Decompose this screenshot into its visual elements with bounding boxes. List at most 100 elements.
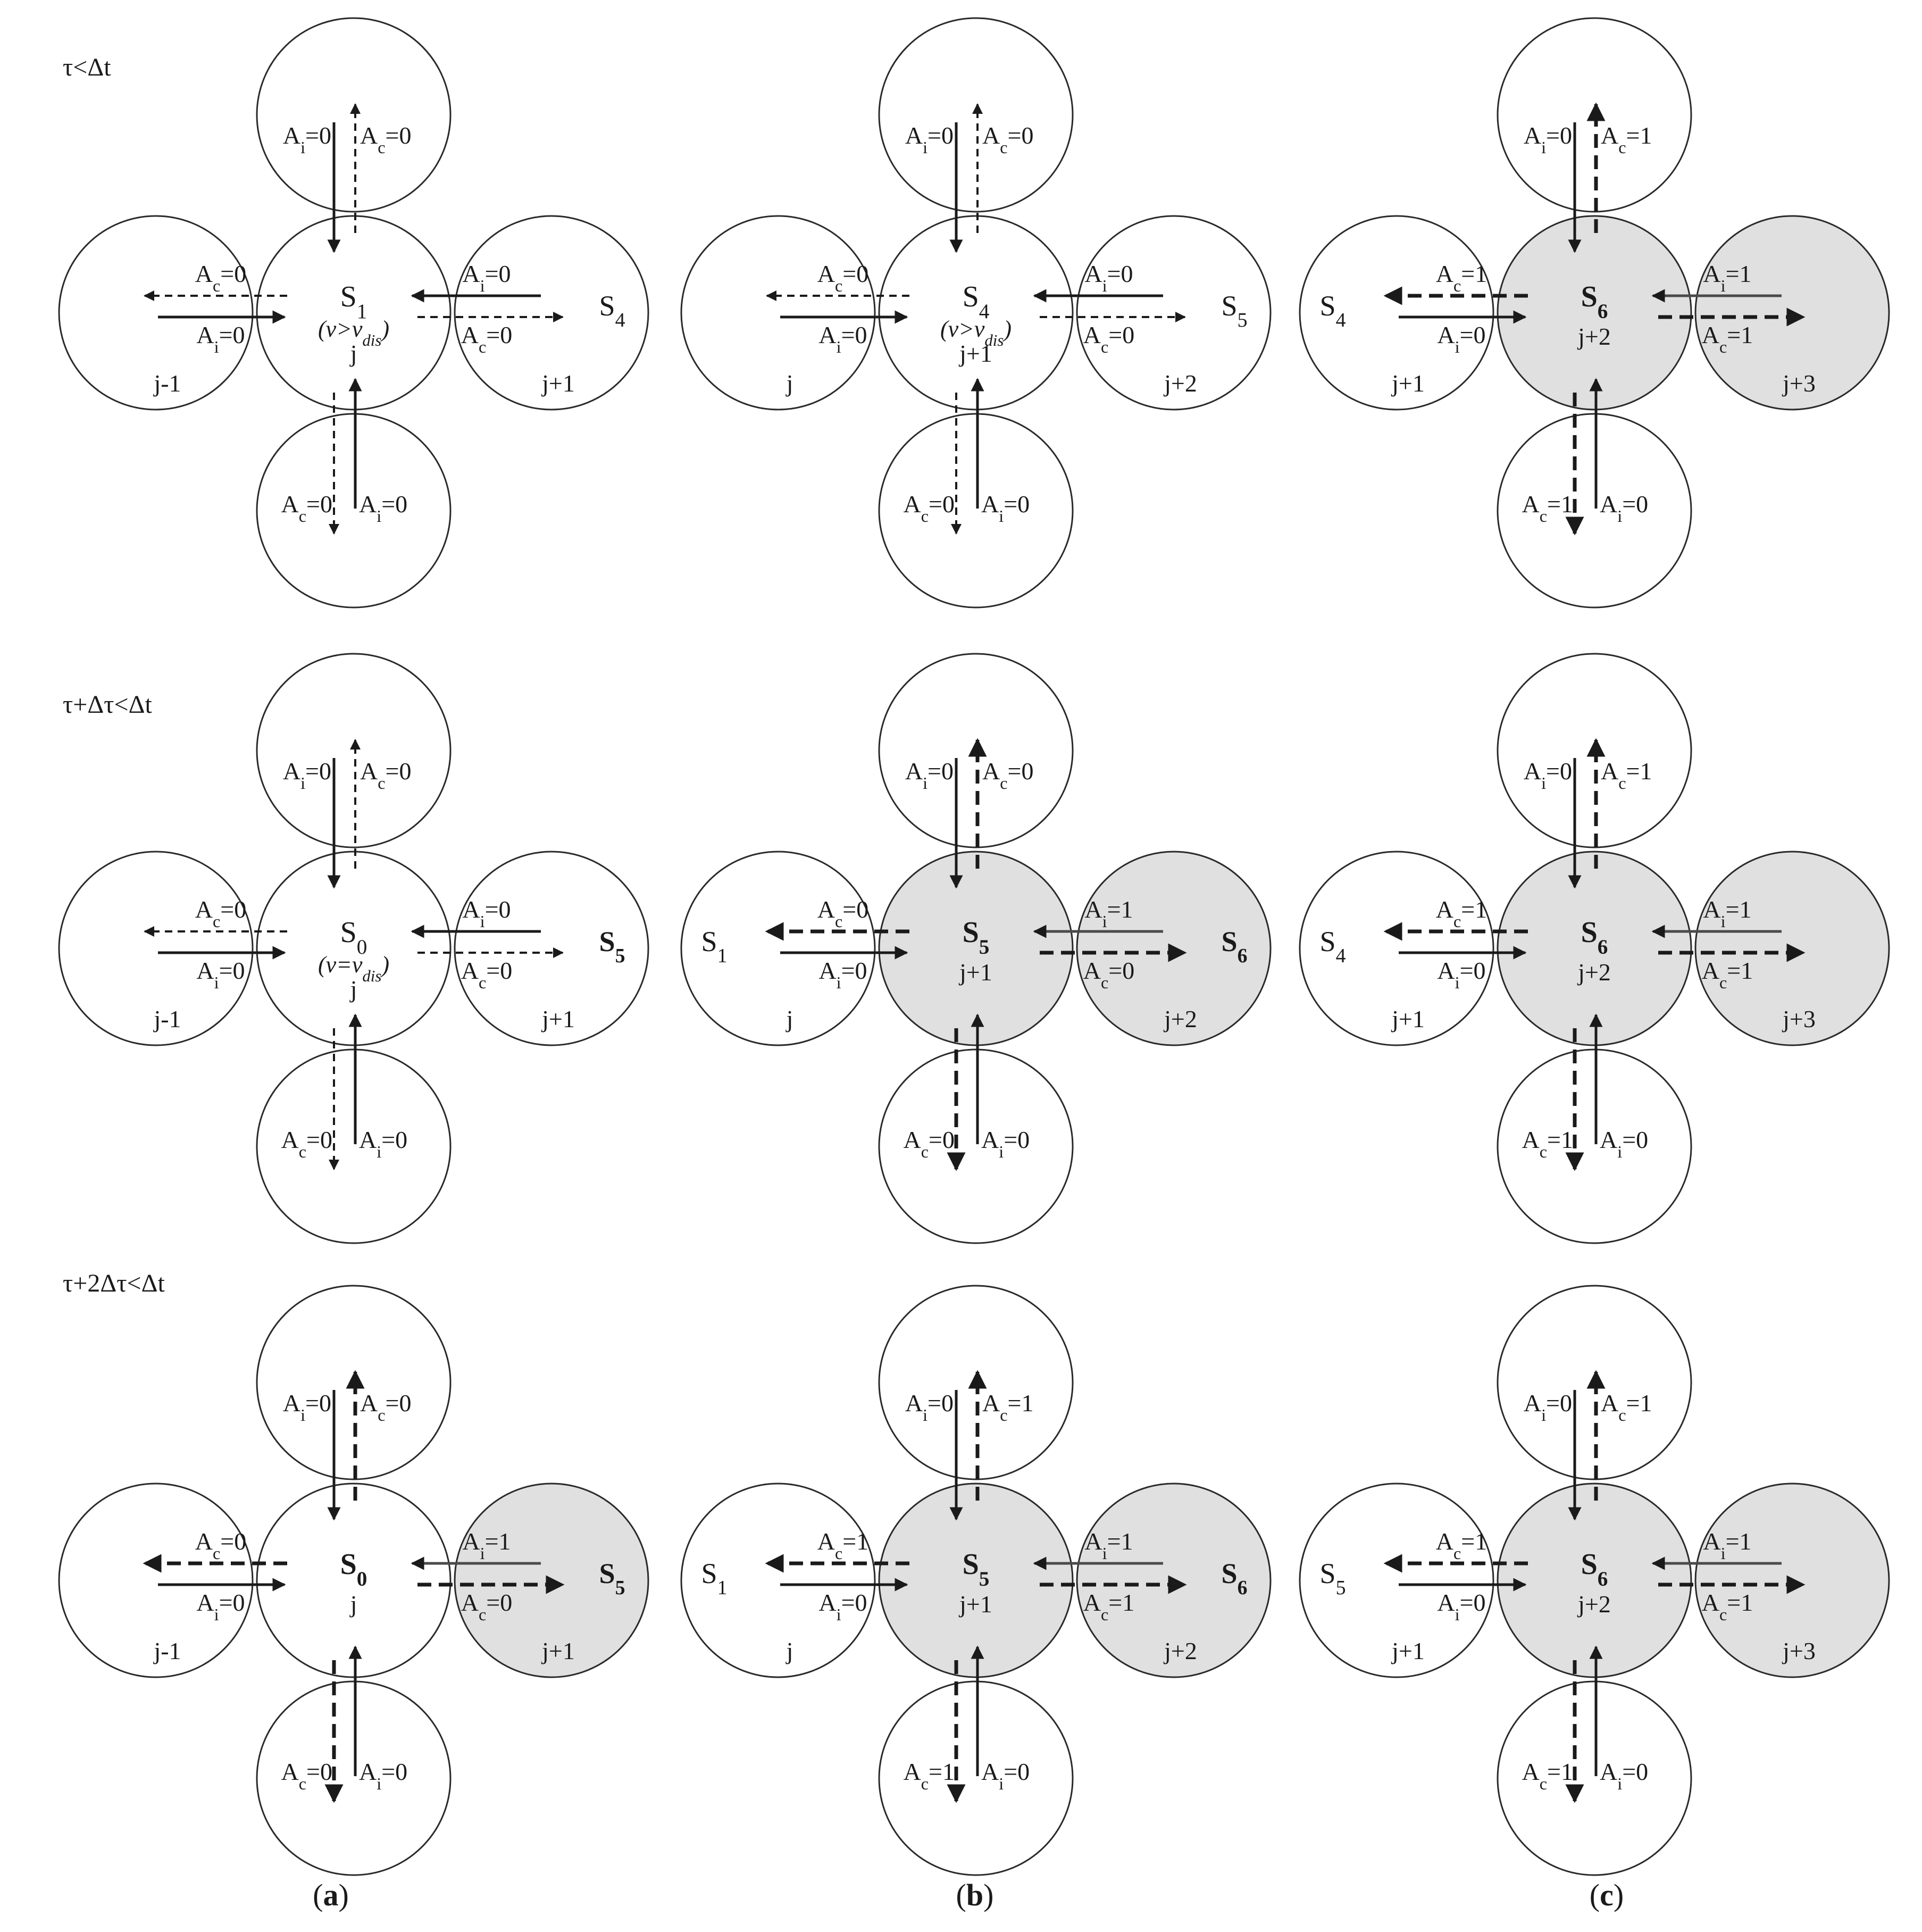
cell-1-2-top-ac-label: Ac=1 [1601,757,1652,793]
cell-1-2-right-index: j+3 [1782,1005,1816,1032]
cell-2-0-bottom-neighbor-circle [256,1680,452,1876]
panel-label-b: (b) [956,1878,994,1912]
cell-0-1-right-neighbor-circle [1076,215,1272,411]
cell-2-1-left-ac-label: Ac=1 [817,1528,868,1563]
cell-0-0-left-neighbor-circle [58,215,254,411]
cell-1-1-bottom-ac-label: Ac=0 [904,1126,955,1161]
cell-0-2-bottom-ai-label: Ai=0 [1600,490,1648,526]
cell-0-0-left-index: j-1 [153,370,181,397]
cell-1-0-center-index: j [349,976,357,1003]
cell-1-1-left-index: j [785,1005,793,1032]
cell-0-2-bottom-ac-label: Ac=1 [1522,490,1573,526]
cell-0-0-center-index: j [349,340,357,367]
cell-2-2-bottom-ac-label: Ac=1 [1522,1758,1573,1793]
cell-2-0-right-index: j+1 [541,1637,575,1664]
cell-2-1-right-index: j+2 [1163,1637,1197,1664]
cell-1-2-left-ai-label: Ai=0 [1437,957,1485,992]
cell-0-2-bottom-neighbor-circle [1497,413,1692,609]
cell-1-1-center-circle [878,851,1074,1046]
cell-2-2-center-circle [1497,1483,1692,1678]
cell-2-1-bottom-ai-label: Ai=0 [981,1758,1030,1793]
cell-2-2-top-ac-label: Ac=1 [1601,1389,1652,1425]
cell-0-0-left-ac-label: Ac=0 [195,260,246,295]
cell-0-0-top-ac-label: Ac=0 [360,122,411,157]
cell-1-2-right-ai-label: Ai=1 [1703,896,1751,931]
cell-0-1-bottom-ac-label: Ac=0 [904,490,955,526]
cell-0-0-right-neighbor-circle [454,215,649,411]
cell-2-0-top-ac-label: Ac=0 [360,1389,411,1425]
cell-2-1-bottom-neighbor-circle [878,1680,1074,1876]
cell-2-2-center-index: j+2 [1577,1590,1611,1618]
cell-0-0-top-ai-label: Ai=0 [283,122,331,157]
cell-2-1-left-ai-label: Ai=0 [818,1589,867,1624]
cell-2-2-center-state: S6 [1581,1548,1608,1590]
cell-2-0-right-state: S5 [599,1558,625,1599]
cell-2-2-left-state: S5 [1320,1558,1346,1599]
cell-1-0-right-ai-label: Ai=0 [462,896,511,931]
cell-0-0-top-neighbor-circle [256,17,452,213]
cell-0-1-top-ai-label: Ai=0 [905,122,954,157]
cell-0-1-left-index: j [785,370,793,397]
cell-1-0-left-neighbor-circle [58,851,254,1046]
cell-2-2-bottom-neighbor-circle [1497,1680,1692,1876]
cell-0-2-left-neighbor-circle [1299,215,1494,411]
cell-0-1-right-ai-label: Ai=0 [1084,260,1133,295]
cell-1-1-top-ac-label: Ac=0 [982,757,1033,793]
cell-0-0-center-state: S1 [340,280,367,323]
cell-2-0-top-ai-label: Ai=0 [283,1389,331,1425]
cell-1-0-top-ai-label: Ai=0 [283,757,331,793]
cell-2-1-right-state: S6 [1222,1558,1248,1599]
cell-2-0-center-state: S0 [340,1548,367,1590]
cell-1-2-top-ai-label: Ai=0 [1524,757,1572,793]
cell-1-1-bottom-neighbor-circle [878,1048,1074,1244]
cell-1-2-left-index: j+1 [1391,1005,1425,1032]
cell-2-0-left-ac-label: Ac=0 [195,1528,246,1563]
cell-1-2-center-index: j+2 [1577,959,1611,986]
cell-0-0-bottom-ai-label: Ai=0 [359,490,407,526]
cell-1-0-left-ac-label: Ac=0 [195,896,246,931]
cell-1-2-bottom-neighbor-circle [1497,1048,1692,1244]
cell-1-1-top-ai-label: Ai=0 [905,757,954,793]
cell-0-1-right-index: j+2 [1163,370,1197,397]
cell-0-2-top-ai-label: Ai=0 [1524,122,1572,157]
cell-1-0-bottom-ai-label: Ai=0 [359,1126,407,1161]
cell-0-0-right-index: j+1 [541,370,575,397]
cell-1-0-left-index: j-1 [153,1005,181,1032]
cell-1-2-right-ac-label: Ac=1 [1702,957,1753,992]
cell-2-0-center-index: j [349,1590,357,1618]
cell-1-2-left-neighbor-circle [1299,851,1494,1046]
cell-1-1-left-state: S1 [701,926,728,967]
cell-2-1-left-index: j [785,1637,793,1664]
cell-2-2-right-index: j+3 [1782,1637,1816,1664]
cell-0-1-velocity-condition: (v>vdis) [940,316,1012,349]
row-and-panel-labels: τ<Δtτ+Δτ<Δtτ+2Δτ<Δt(a)(b)(c) [63,53,1624,1912]
cell-2-0-right-ac-label: Ac=0 [461,1589,512,1624]
cell-1-1-right-ac-label: Ac=0 [1083,957,1134,992]
cell-2-1-left-state: S1 [701,1558,728,1599]
cell-2-1-center-index: j+1 [958,1590,992,1618]
cell-0-2-right-ac-label: Ac=1 [1702,321,1753,356]
cell-0-2-left-index: j+1 [1391,370,1425,397]
cell-2-0-left-ai-label: Ai=0 [196,1589,245,1624]
cell-2-2-left-ai-label: Ai=0 [1437,1589,1485,1624]
cell-2-0-left-index: j-1 [153,1637,181,1664]
cell-0-2-left-ai-label: Ai=0 [1437,321,1485,356]
cell-0-1-right-ac-label: Ac=0 [1083,321,1134,356]
cell-0-1-left-ac-label: Ac=0 [817,260,868,295]
cell-0-0-center-circle [256,215,452,411]
cell-2-1-right-ai-label: Ai=1 [1084,1528,1133,1563]
cell-2-1-top-ai-label: Ai=0 [905,1389,954,1425]
row-condition-2: τ+2Δτ<Δt [63,1269,165,1297]
cell-1-1-center-state: S5 [963,916,990,959]
cell-1-1-right-ai-label: Ai=1 [1084,896,1133,931]
cell-2-0-bottom-ac-label: Ac=0 [281,1758,332,1793]
cell-0-2-top-ac-label: Ac=1 [1601,122,1652,157]
row-condition-0: τ<Δt [63,53,111,81]
